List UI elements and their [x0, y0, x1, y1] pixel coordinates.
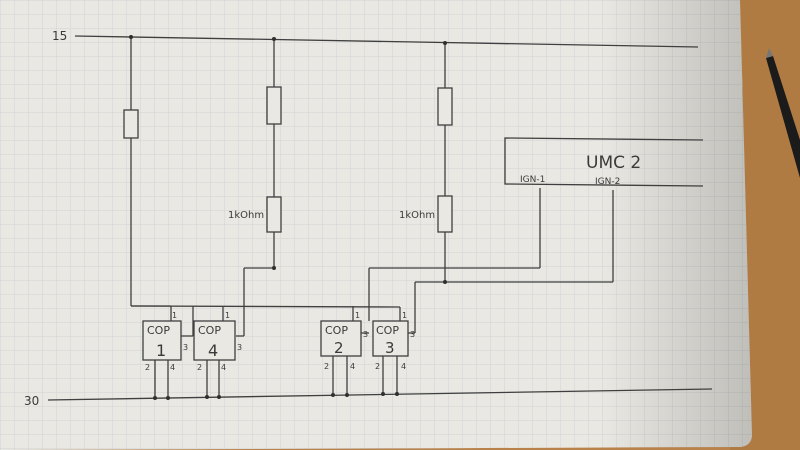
pen-icon	[766, 48, 800, 178]
junction-dots	[129, 35, 447, 400]
cop-name: COP	[147, 324, 170, 337]
cop-number: 1	[156, 341, 166, 360]
cop-coil-1: COP 1 1 3 2 4	[142, 311, 188, 372]
cop-pin: 3	[410, 330, 415, 339]
cop-number: 3	[385, 339, 395, 357]
resistor	[437, 87, 453, 126]
cop-pin: 2	[145, 363, 150, 372]
umc-pin-ign1: IGN-1	[520, 175, 545, 185]
resistor	[123, 109, 139, 139]
resistor	[266, 86, 282, 125]
resistor	[437, 195, 453, 233]
cop-number: 2	[334, 339, 344, 357]
cop-pin: 4	[401, 362, 406, 371]
cop-pin: 4	[350, 362, 355, 371]
cop-pin: 3	[363, 330, 368, 339]
cop-name: COP	[376, 324, 399, 337]
rail-30-line	[47, 388, 713, 401]
cop-pin: 4	[221, 363, 226, 372]
cop-pin: 1	[172, 311, 177, 320]
cop-pin: 4	[170, 363, 175, 372]
cop-coil-3: COP 3 1 3 2 4	[372, 311, 415, 371]
cop-pin: 2	[375, 362, 380, 371]
cop-pin: 3	[183, 343, 188, 352]
rail-15-line	[74, 35, 699, 48]
resistor-label: 1kOhm	[228, 210, 264, 221]
wiring	[47, 35, 713, 401]
cop-pin: 2	[197, 363, 202, 372]
resistor	[266, 196, 282, 233]
cop-pin: 1	[402, 311, 407, 320]
cop-coil-4: COP 4 1 3 2 4	[193, 311, 242, 372]
cop-name: COP	[325, 324, 348, 337]
cop-name: COP	[198, 324, 221, 337]
cop-pin: 2	[324, 362, 329, 371]
resistor-label: 1kOhm	[399, 210, 435, 221]
cop-pin: 1	[225, 311, 230, 320]
cop-number: 4	[208, 341, 218, 360]
rail-30-label: 30	[24, 394, 39, 408]
cop-pin: 3	[237, 343, 242, 352]
rail-15-label: 15	[52, 29, 67, 43]
cop-pin: 1	[355, 311, 360, 320]
umc-pin-ign2: IGN-2	[595, 177, 620, 187]
cop-coil-2: COP 2 1 3 2 4	[320, 311, 368, 371]
umc-title: UMC 2	[586, 153, 641, 173]
umc-module: UMC 2 IGN-1 IGN-2	[504, 137, 704, 187]
